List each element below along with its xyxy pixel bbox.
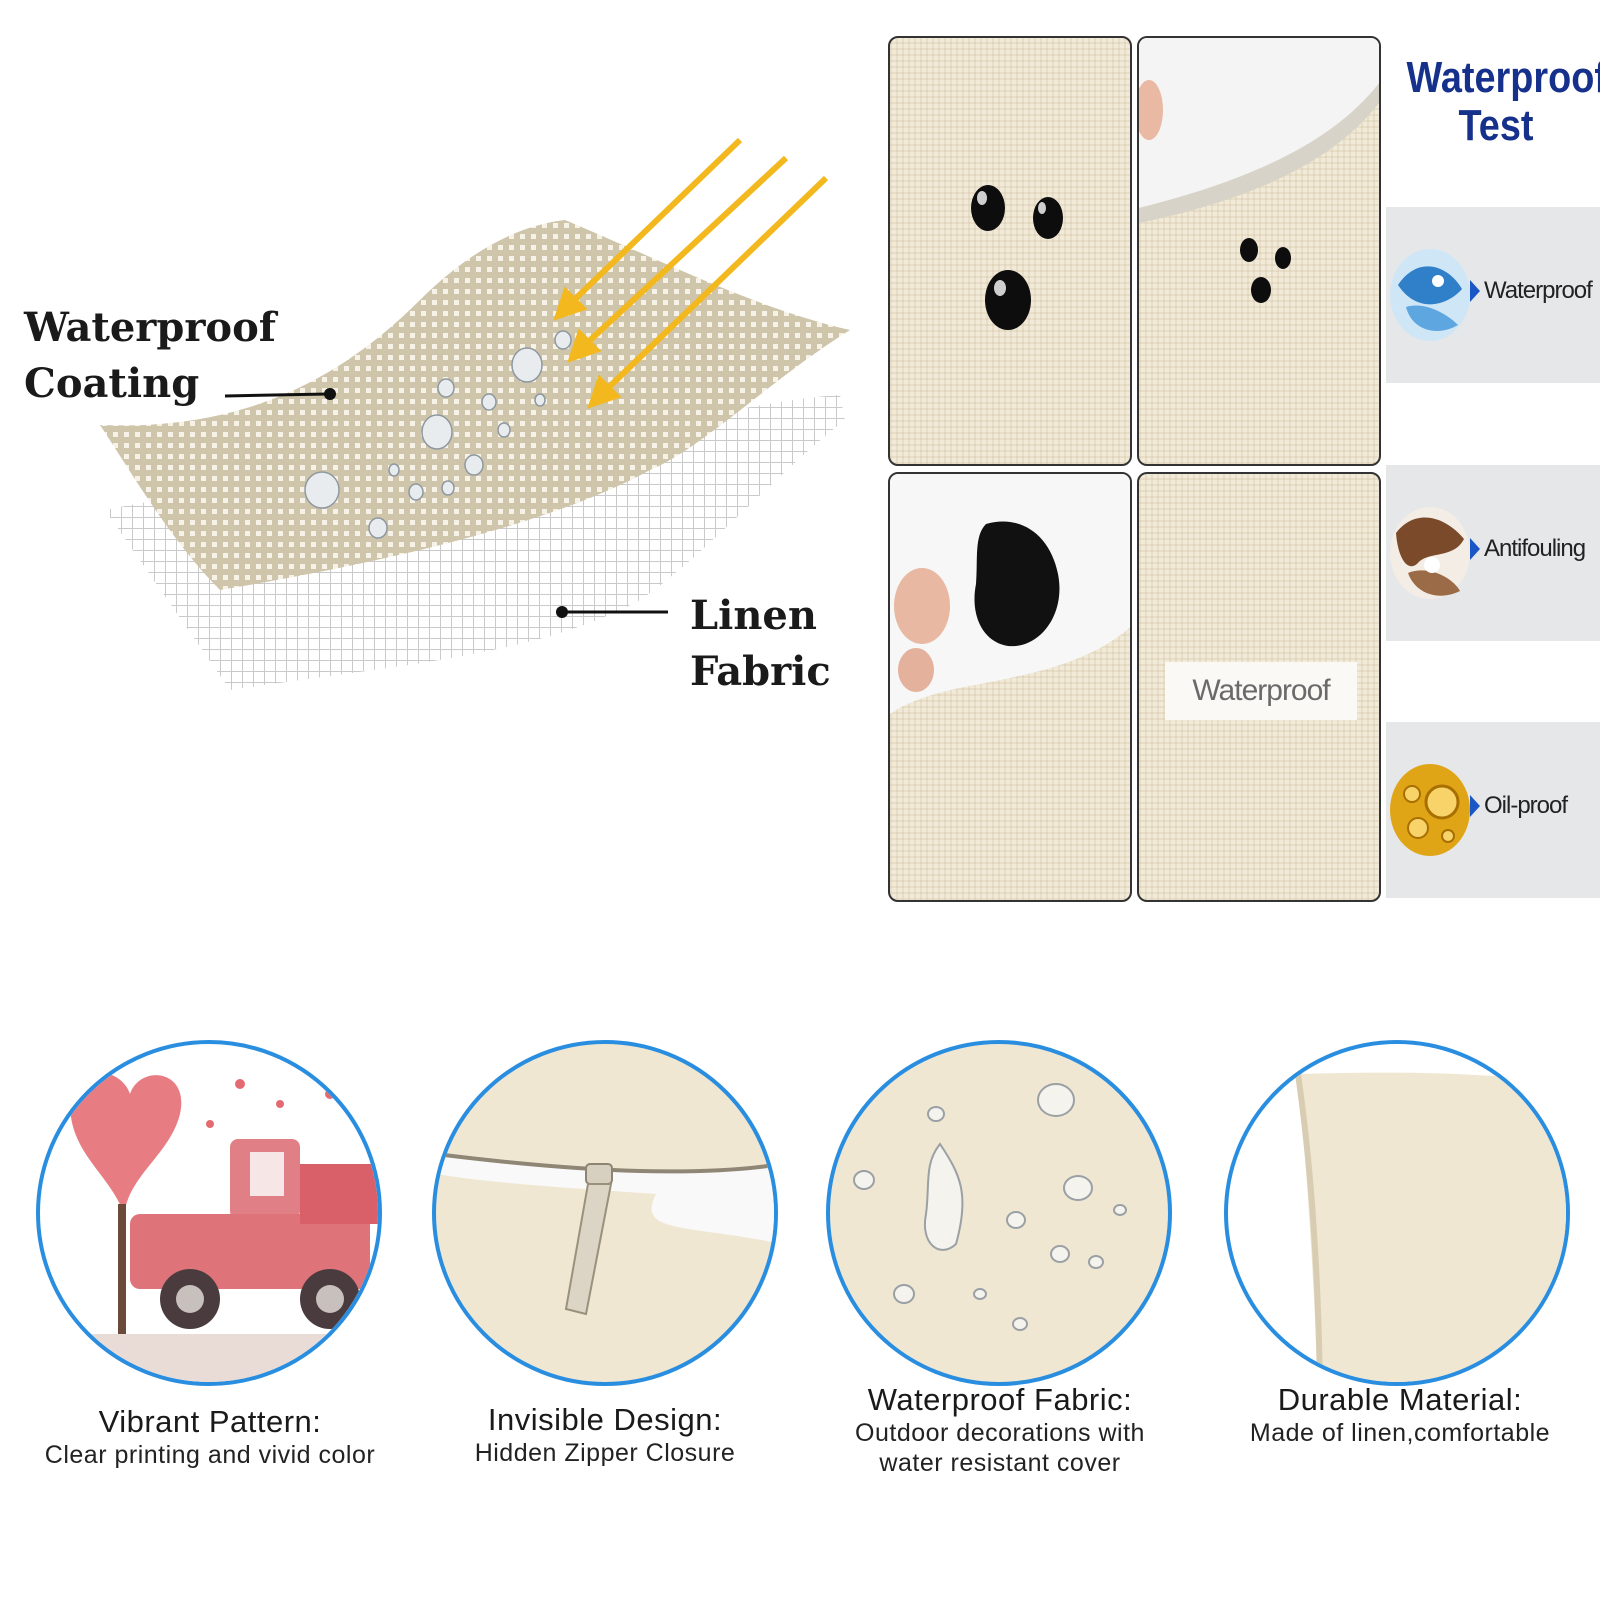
water-beads-image xyxy=(971,185,1063,330)
water-droplets xyxy=(304,330,572,539)
fabric-layers-illustration xyxy=(100,137,850,690)
folded-fabric-image xyxy=(1139,38,1379,303)
test-title-line1: Waterproof xyxy=(1406,53,1600,102)
pointer-triangle-icon xyxy=(1470,538,1480,560)
photo-waterproof-label: Waterproof xyxy=(1137,472,1381,902)
invisible-zipper-circle xyxy=(432,1040,778,1386)
durable-material-caption: Durable Material: Made of linen,comforta… xyxy=(1200,1382,1600,1448)
red-truck-print-image xyxy=(40,1072,378,1382)
waterproof-coating-layer xyxy=(100,220,850,590)
hidden-zipper-image xyxy=(436,1152,774,1316)
feature-text-oilproof: Oil-proof xyxy=(1484,792,1568,819)
feature-title: Waterproof Fabric: xyxy=(867,1382,1133,1417)
feature-label-waterproof: Waterproof xyxy=(1470,277,1593,305)
pointer-triangle-icon xyxy=(1470,280,1480,302)
durable-material-circle xyxy=(1224,1040,1570,1386)
photo-water-beads xyxy=(888,36,1132,466)
feature-card-oilproof: Oil-proof xyxy=(1386,722,1600,898)
waterproof-photo-caption: Waterproof xyxy=(1165,662,1357,720)
linen-fabric-label: Linen Fabric xyxy=(690,592,831,695)
feature-description-line2: water resistant cover xyxy=(879,1449,1121,1477)
waterproof-coating-label: Waterproof Coating xyxy=(24,304,276,407)
feature-title: Invisible Design: xyxy=(487,1402,723,1437)
water-drops-fabric-image xyxy=(853,1083,1127,1331)
feature-description: Made of linen,comfortable xyxy=(1249,1419,1551,1447)
feature-description: Outdoor decorations with xyxy=(855,1419,1145,1447)
layer-diagram: Waterproof Coating Linen Fabric xyxy=(0,0,860,760)
mud-splash-icon xyxy=(1390,507,1470,599)
waterproof-fabric-circle xyxy=(826,1040,1172,1386)
feature-title: Durable Material: xyxy=(1277,1382,1523,1417)
vibrant-pattern-circle xyxy=(36,1040,382,1386)
feature-card-waterproof: Waterproof xyxy=(1386,207,1600,383)
feature-text-antifouling: Antifouling xyxy=(1484,535,1586,562)
waterproof-fabric-caption: Waterproof Fabric: Outdoor decorations w… xyxy=(800,1382,1200,1478)
vibrant-pattern-caption: Vibrant Pattern: Clear printing and vivi… xyxy=(0,1404,420,1470)
feature-text-waterproof: Waterproof xyxy=(1484,277,1593,304)
coating-leader-line xyxy=(224,392,329,398)
sun-ray-arrows xyxy=(553,137,829,409)
oil-bubbles-icon xyxy=(1390,764,1470,856)
photo-water-beads-folded xyxy=(1137,36,1381,466)
feature-title: Vibrant Pattern: xyxy=(98,1404,322,1439)
stain-wipe-image xyxy=(890,474,1130,714)
water-splash-icon xyxy=(1390,249,1470,341)
invisible-design-caption: Invisible Design: Hidden Zipper Closure xyxy=(420,1402,790,1468)
feature-label-antifouling: Antifouling xyxy=(1470,535,1586,563)
pointer-triangle-icon xyxy=(1470,795,1480,817)
test-title-line2: Test xyxy=(1458,101,1534,150)
linen-fabric-layer xyxy=(105,395,845,690)
photo-stain-wipe xyxy=(888,472,1132,902)
feature-description: Hidden Zipper Closure xyxy=(474,1439,736,1467)
feature-label-oilproof: Oil-proof xyxy=(1470,792,1568,820)
feature-card-antifouling: Antifouling xyxy=(1386,465,1600,641)
feature-description: Clear printing and vivid color xyxy=(44,1441,376,1469)
linen-pillow-corner-image xyxy=(1295,1072,1566,1382)
waterproof-test-title: Waterproof Test xyxy=(1406,53,1600,150)
